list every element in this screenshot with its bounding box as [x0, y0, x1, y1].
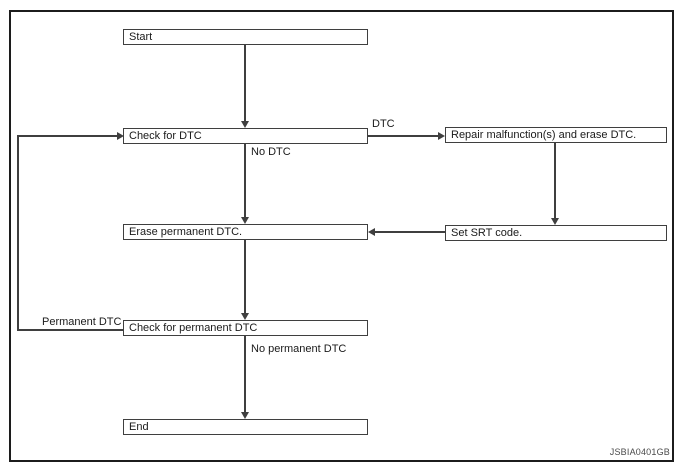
- flow-node-set-srt-code: Set SRT code.: [445, 225, 667, 241]
- arrowhead-into-erase-permanent-icon: [241, 217, 249, 224]
- arrowhead-into-check-dtc-icon: [241, 121, 249, 128]
- edge-label-permanent-dtc: Permanent DTC: [42, 316, 122, 328]
- flow-node-erase-permanent-dtc: Erase permanent DTC.: [123, 224, 368, 240]
- arrowhead-into-check-permanent-icon: [241, 313, 249, 320]
- connector-repair-to-set-srt: [554, 142, 556, 219]
- connector-set-srt-to-erase-permanent: [375, 231, 445, 233]
- connector-start-to-check-dtc: [244, 45, 246, 123]
- flow-node-end: End: [123, 419, 368, 435]
- edge-label-no-dtc: No DTC: [251, 146, 291, 158]
- arrowhead-into-end-icon: [241, 412, 249, 419]
- arrowhead-loop-into-check-dtc-icon: [117, 132, 124, 140]
- connector-check-permanent-to-end: [244, 336, 246, 414]
- flow-node-check-dtc: Check for DTC: [123, 128, 368, 144]
- flow-node-repair-malfunctions: Repair malfunction(s) and erase DTC.: [445, 127, 667, 143]
- figure-code: JSBIA0401GB: [609, 447, 670, 457]
- connector-loop-top-segment: [17, 135, 117, 137]
- flow-node-start: Start: [123, 29, 368, 45]
- edge-label-no-permanent-dtc: No permanent DTC: [251, 343, 347, 355]
- flow-node-check-permanent-dtc: Check for permanent DTC: [123, 320, 368, 336]
- connector-check-dtc-to-repair: [368, 135, 438, 137]
- arrowhead-into-set-srt-icon: [551, 218, 559, 225]
- arrowhead-into-erase-permanent-left-icon: [368, 228, 375, 236]
- connector-erase-permanent-to-check-permanent: [244, 240, 246, 315]
- arrowhead-into-repair-icon: [438, 132, 445, 140]
- connector-loop-bottom-segment: [17, 329, 124, 331]
- connector-loop-vertical-segment: [17, 135, 19, 331]
- connector-check-dtc-to-erase-permanent: [244, 144, 246, 219]
- edge-label-dtc: DTC: [372, 118, 395, 130]
